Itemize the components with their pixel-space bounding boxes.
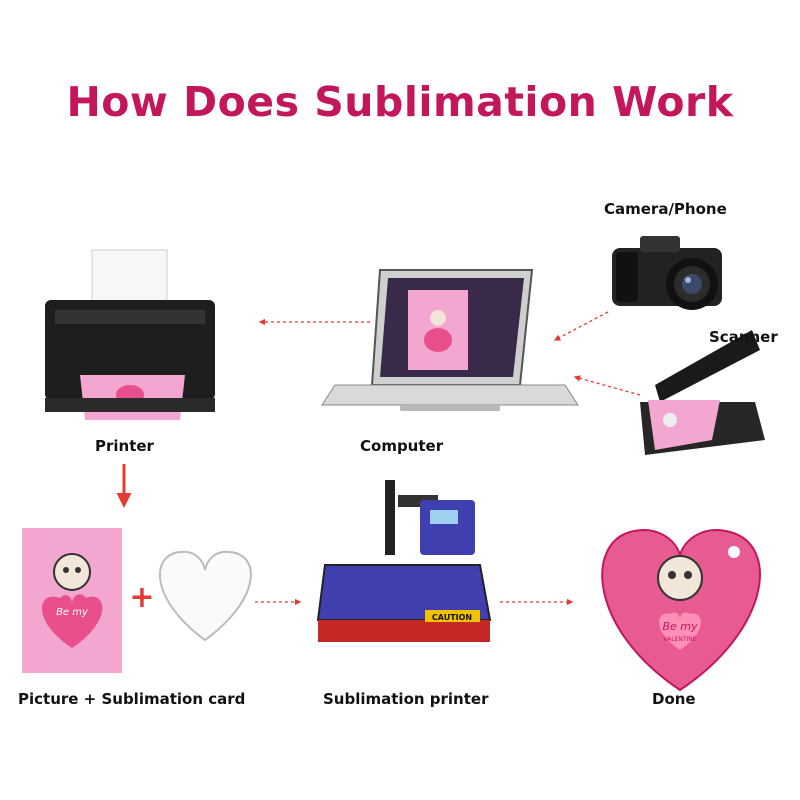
blank-heart-card [158,550,252,642]
label-done: Done [652,690,696,708]
picture-be-my-text: Be my [56,607,89,618]
plus-sign: + [129,580,154,615]
scanner-icon [640,330,765,455]
label-printer: Printer [95,437,154,455]
done-heart-product: Be my VALENTINE [601,529,761,692]
picture-card: Be my [22,528,122,673]
heat-press-icon: CAUTION [316,480,492,642]
label-computer: Computer [360,437,444,455]
laptop-icon [321,269,579,411]
arrow-camera-to-computer [553,311,609,341]
page-title: How Does Sublimation Work [66,78,734,126]
flow-arrows [116,311,641,606]
done-be-my-text: Be my [662,620,698,633]
arrow-scanner-to-computer [573,375,641,396]
camera-icon [612,236,722,310]
label-sublimation-printer: Sublimation printer [323,690,489,708]
label-picture-card: Picture + Sublimation card [18,690,246,708]
caution-label: CAUTION [432,613,472,622]
label-camera-phone: Camera/Phone [604,200,727,218]
label-scanner: Scanner [709,328,778,346]
done-valentine-text: VALENTINE [663,636,696,643]
printer-icon [45,249,215,420]
